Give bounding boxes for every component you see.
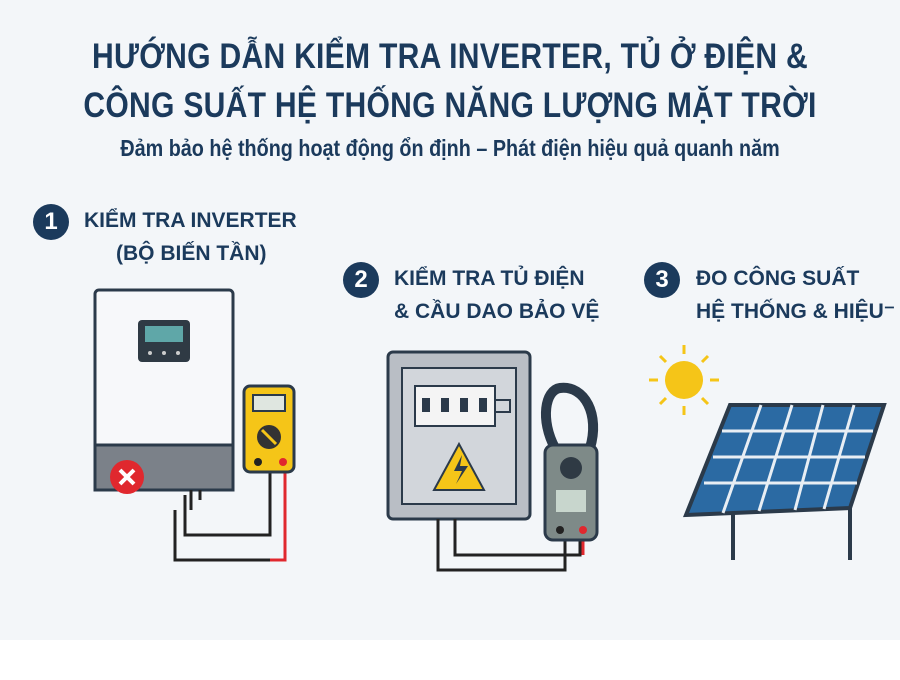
step-3-heading: ĐO CÔNG SUẤT HỆ THỐNG & HIỆU⁻: [696, 262, 895, 328]
step-1-line-2: (BỘ BIẾN TẦN): [116, 242, 267, 265]
step-2-number: 2: [343, 262, 379, 298]
step-1-number: 1: [33, 204, 69, 240]
step-1-line-1: KIỂM TRA INVERTER: [84, 209, 297, 232]
step-2-heading: KIỂM TRA TỦ ĐIỆN & CẦU DAO BẢO VỆ: [394, 262, 599, 328]
title-line-2: CÔNG SUẤT HỆ THỐNG NĂNG LƯỢNG MẶT TRỜI: [83, 86, 817, 125]
step-3-line-1: ĐO CÔNG SUẤT: [696, 267, 860, 290]
inverter-icon: [93, 288, 235, 510]
multimeter-icon: [173, 384, 296, 562]
step-3-line-2: HỆ THỐNG & HIỆU⁻: [696, 300, 895, 323]
title-line-1: HƯỚNG DẪN KIỂM TRA INVERTER, TỦ Ở ĐIỆN &: [92, 37, 808, 76]
electrical-cabinet-icon: [386, 350, 532, 521]
step-2-line-1: KIỂM TRA TỦ ĐIỆN: [394, 267, 585, 290]
error-x-icon: [110, 460, 144, 494]
illustrations: [93, 288, 887, 572]
lightning-icon: [454, 455, 468, 484]
step-3-number: 3: [644, 262, 680, 298]
subtitle: Đảm bảo hệ thống hoạt động ổn định – Phá…: [120, 135, 780, 161]
step-2-line-2: & CẦU DAO BẢO VỆ: [394, 300, 600, 323]
solar-panel-icon: [682, 403, 887, 560]
clamp-meter-icon: [436, 382, 599, 572]
sun-icon: [649, 345, 719, 415]
step-1-heading: KIỂM TRA INVERTER (BỘ BIẾN TẦN): [84, 204, 297, 270]
